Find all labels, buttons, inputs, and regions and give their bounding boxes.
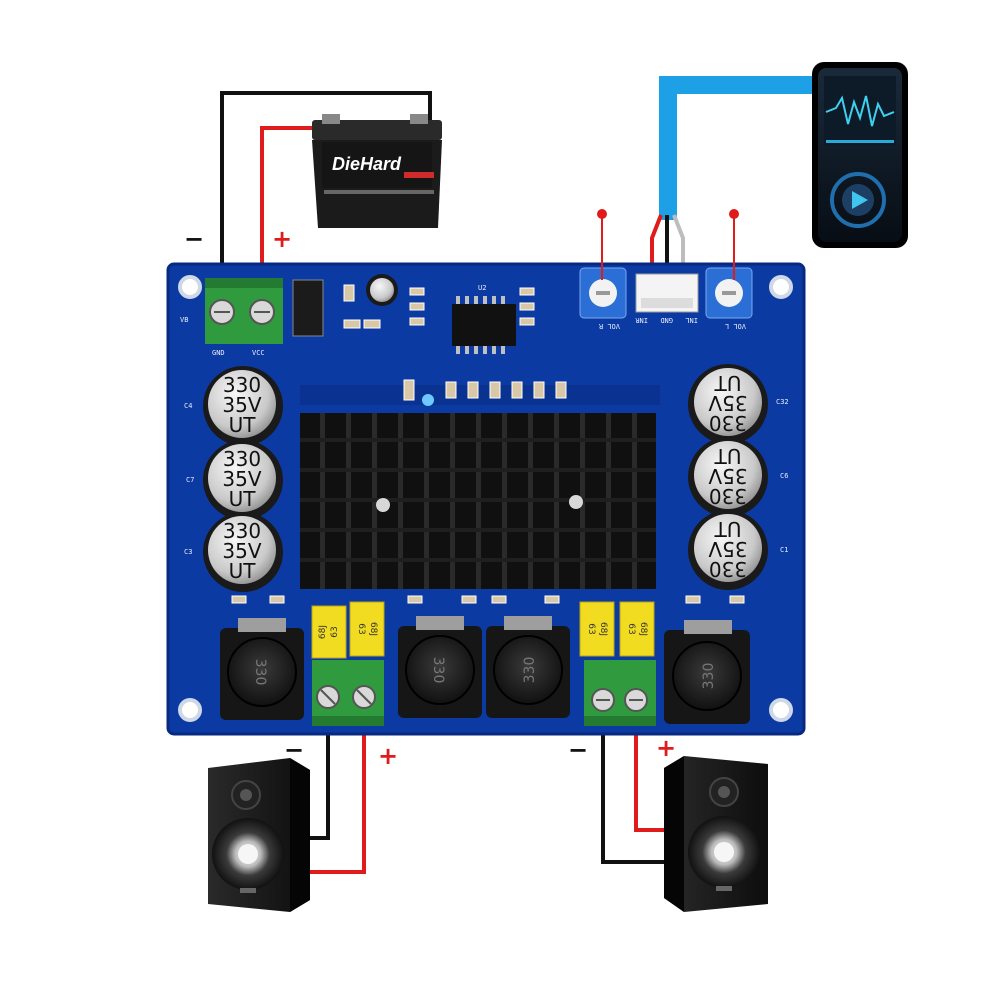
inductor: 330 bbox=[220, 618, 304, 720]
inductor-label: 330 bbox=[701, 663, 717, 690]
speaker-icon bbox=[208, 758, 310, 912]
inductor: 330 bbox=[398, 616, 482, 718]
vol-l-label: VOL L bbox=[725, 322, 746, 330]
cap-voltage: 35V bbox=[708, 391, 747, 415]
film-capacitor: 68J 63 bbox=[579, 601, 615, 657]
smd-components-bottom bbox=[231, 595, 745, 604]
right-speaker-positive-wire bbox=[634, 718, 668, 832]
cap-series: UT bbox=[714, 517, 742, 541]
battery-negative-wire bbox=[220, 91, 432, 300]
vcc-pin-label: VCC bbox=[252, 349, 265, 357]
inductor: 330 bbox=[486, 616, 570, 718]
main-capacitor: 330 35V UT C32 bbox=[688, 364, 789, 444]
main-capacitor: 330 35V UT C4 bbox=[184, 366, 283, 446]
cap-ref-label: C3 bbox=[184, 548, 192, 556]
cap-series: UT bbox=[229, 487, 257, 511]
film-capacitor: 68J 63 bbox=[311, 605, 347, 659]
inductor-label: 330 bbox=[522, 657, 538, 684]
main-capacitor: 330 35V UT C7 bbox=[186, 440, 283, 520]
gnd-pin-label: GND bbox=[212, 349, 225, 357]
vol-l-marker bbox=[729, 209, 739, 219]
battery-brand-label: DieHard bbox=[332, 154, 402, 174]
film-cap-voltage: 63 bbox=[626, 623, 636, 634]
heatsink bbox=[300, 413, 656, 589]
smd-led-row bbox=[403, 379, 567, 401]
vol-r-label: VOL R bbox=[598, 322, 620, 330]
inl-label: INL bbox=[685, 316, 698, 324]
left-speaker-plus-sign: + bbox=[378, 742, 398, 770]
film-cap-voltage: 63 bbox=[330, 626, 340, 637]
inductor-label: 330 bbox=[252, 659, 268, 686]
right-speaker-negative-wire bbox=[601, 718, 668, 864]
cap-ref-label: C1 bbox=[780, 546, 788, 554]
right-speaker-plus-sign: + bbox=[656, 734, 676, 762]
film-cap-voltage: 63 bbox=[356, 623, 366, 634]
film-cap-value: 68J bbox=[598, 622, 608, 636]
power-minus-sign: − bbox=[184, 225, 204, 253]
film-cap-value: 68J bbox=[638, 622, 648, 636]
film-capacitor: 68J 63 bbox=[619, 601, 655, 657]
amplifier-board: VB GND VCC bbox=[166, 209, 806, 736]
volume-right-knob: VOL R bbox=[579, 267, 627, 330]
vol-r-marker bbox=[597, 209, 607, 219]
right-speaker-minus-sign: − bbox=[568, 736, 588, 764]
cap-ref-label: C6 bbox=[780, 472, 788, 480]
main-capacitor: 330 35V UT C6 bbox=[688, 437, 788, 517]
battery-icon: DieHard bbox=[312, 114, 442, 228]
cap-voltage: 35V bbox=[708, 464, 747, 488]
left-speaker-minus-sign: − bbox=[284, 736, 304, 764]
cap-voltage: 35V bbox=[222, 539, 261, 563]
power-terminal-label: VB bbox=[180, 316, 188, 324]
battery-positive-wire bbox=[260, 126, 325, 300]
cap-ref-label: C7 bbox=[186, 476, 194, 484]
film-cap-value: 68J bbox=[318, 625, 328, 639]
main-capacitor: 330 35V UT C1 bbox=[688, 510, 788, 590]
small-electrolytic-cap bbox=[366, 274, 398, 306]
inr-label: INR bbox=[635, 316, 648, 324]
cap-series: UT bbox=[229, 413, 257, 437]
cap-value: 330 bbox=[709, 557, 747, 581]
cap-series: UT bbox=[714, 371, 742, 395]
left-speaker-negative-wire bbox=[308, 718, 330, 840]
music-player-icon bbox=[812, 62, 908, 248]
cap-value: 330 bbox=[223, 447, 261, 471]
smd-components-top bbox=[343, 284, 535, 329]
main-capacitor: 330 35V UT C3 bbox=[184, 512, 283, 592]
left-speaker-terminal bbox=[312, 660, 384, 726]
speaker-icon bbox=[664, 756, 768, 912]
cap-value: 330 bbox=[709, 411, 747, 435]
cap-value: 330 bbox=[709, 484, 747, 508]
cap-series: UT bbox=[229, 559, 257, 583]
inductor: 330 bbox=[664, 620, 750, 724]
audio-input-connector: INR GND INL bbox=[635, 273, 699, 324]
right-speaker-terminal bbox=[584, 660, 656, 726]
audio-input-cable bbox=[659, 76, 815, 220]
cap-ref-label: C32 bbox=[776, 398, 789, 406]
mounting-holes bbox=[178, 275, 793, 722]
cap-series: UT bbox=[714, 444, 742, 468]
film-cap-value: 68J bbox=[368, 622, 378, 636]
play-icon bbox=[852, 191, 868, 209]
film-cap-voltage: 63 bbox=[586, 623, 596, 634]
film-capacitor: 68J 63 bbox=[349, 601, 385, 657]
cap-voltage: 35V bbox=[222, 393, 261, 417]
cap-value: 330 bbox=[223, 373, 261, 397]
diode bbox=[292, 279, 324, 337]
power-plus-sign: + bbox=[272, 225, 292, 253]
input-gnd-label: GND bbox=[660, 316, 673, 324]
power-led bbox=[422, 394, 434, 406]
cap-voltage: 35V bbox=[222, 467, 261, 491]
cap-ref-label: C4 bbox=[184, 402, 192, 410]
cap-value: 330 bbox=[223, 519, 261, 543]
cap-voltage: 35V bbox=[708, 537, 747, 561]
power-terminal-block: VB GND VCC bbox=[180, 278, 283, 357]
left-speaker-positive-wire bbox=[308, 718, 366, 874]
amplifier-ic: U2 bbox=[452, 284, 516, 354]
ic-label: U2 bbox=[478, 284, 486, 292]
inductor-label: 330 bbox=[430, 657, 446, 684]
volume-left-knob: VOL L bbox=[705, 267, 753, 330]
